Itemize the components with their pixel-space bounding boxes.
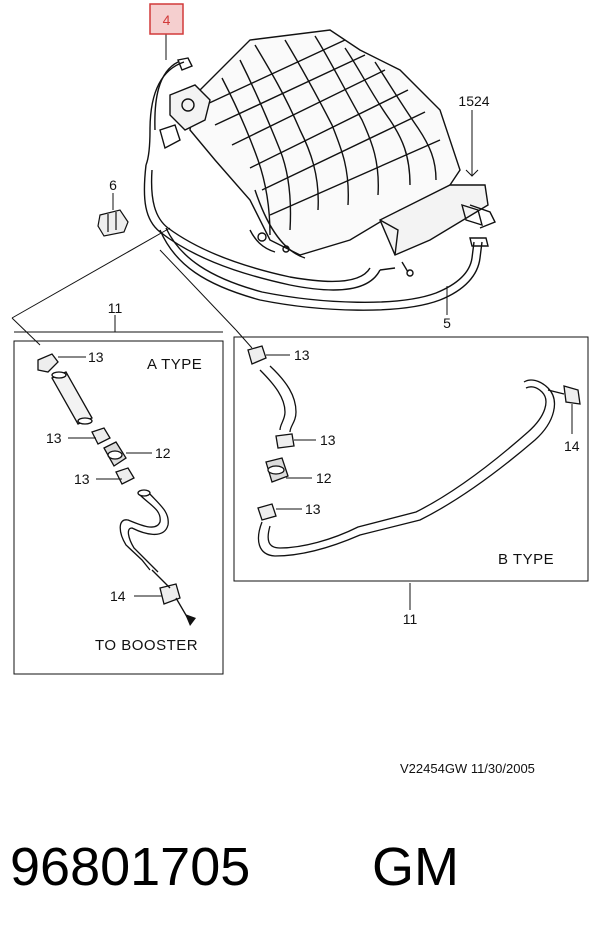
callout-4-label: 4 xyxy=(163,12,171,28)
callout-6: 6 xyxy=(109,177,117,193)
a-callout-13-low: 13 xyxy=(74,471,90,487)
brand-name: GM xyxy=(372,837,459,897)
callout-5: 5 xyxy=(443,315,451,331)
callout-tag-4[interactable]: 4 xyxy=(149,3,184,35)
callout-11-a: 11 xyxy=(108,300,123,316)
b-callout-14: 14 xyxy=(564,438,580,454)
drawing-reference: V22454GW 11/30/2005 xyxy=(400,761,535,776)
clip-6 xyxy=(97,209,129,237)
panel-a-title: A TYPE xyxy=(147,356,202,373)
a-callout-14: 14 xyxy=(110,588,126,604)
panel-b-title: B TYPE xyxy=(498,551,554,568)
part-number: 96801705 xyxy=(10,837,250,897)
b-callout-13-mid: 13 xyxy=(320,432,336,448)
b-callout-13-top: 13 xyxy=(294,347,310,363)
panel-a-hose-assembly xyxy=(37,353,196,626)
panel-b-type: B TYPE xyxy=(233,336,589,582)
a-callout-13-top: 13 xyxy=(88,349,104,365)
callout-1524: 1524 xyxy=(458,93,489,109)
hose-5 xyxy=(159,203,489,311)
callout-11-b: 11 xyxy=(403,611,418,627)
vacuum-hose-4 xyxy=(143,57,396,291)
a-callout-12: 12 xyxy=(155,445,171,461)
panel-b-hose-assembly xyxy=(247,345,581,557)
panel-a-footer: TO BOOSTER xyxy=(95,637,198,654)
b-callout-13-low: 13 xyxy=(305,501,321,517)
a-callout-13-mid: 13 xyxy=(46,430,62,446)
b-callout-12: 12 xyxy=(316,470,332,486)
panel-a-type: A TYPE xyxy=(13,331,224,675)
intake-manifold xyxy=(159,29,496,277)
